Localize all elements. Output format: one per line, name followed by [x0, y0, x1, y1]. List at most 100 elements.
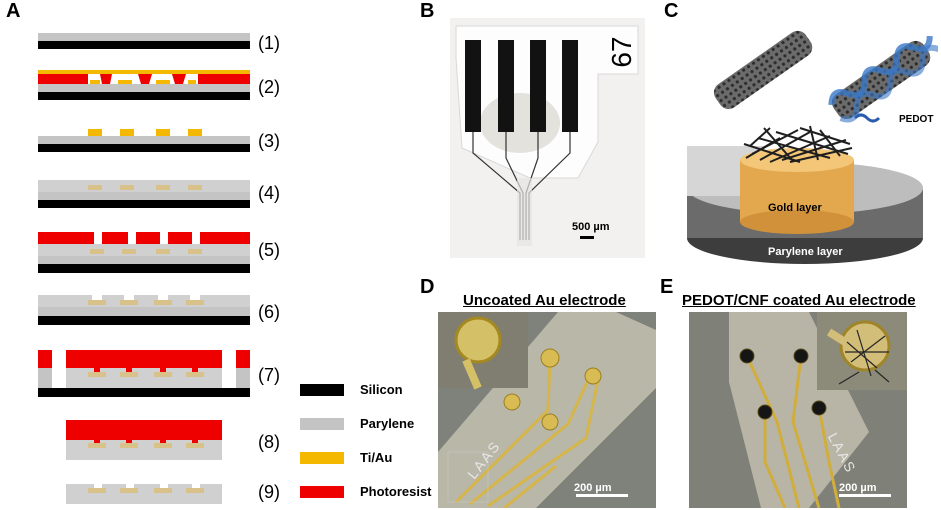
parylene-layer — [38, 136, 250, 144]
legend-swatch — [300, 485, 344, 498]
coated-electrode-svg — [689, 312, 907, 508]
contact-pad — [562, 40, 578, 132]
coated-electrode-photo: LAAS 200 µm — [689, 312, 907, 508]
legend-label: Parylene — [360, 416, 415, 431]
scale-bar-label: 500 µm — [572, 221, 610, 233]
electrode-site — [503, 393, 521, 411]
inset-cnf-mesh — [838, 329, 890, 385]
photoresist-block — [136, 232, 160, 244]
coated-electrode-site — [757, 404, 773, 420]
legend-item-parylene: Parylene — [300, 416, 414, 431]
silicon-layer — [38, 200, 250, 208]
substrate-shadow — [480, 93, 560, 153]
silicon-layer — [38, 316, 250, 325]
top-parylene-layer — [38, 295, 250, 307]
photoresist-plug — [160, 368, 166, 372]
parylene-layer — [38, 307, 250, 316]
electrode-site — [540, 348, 560, 368]
silicon-layer — [38, 264, 250, 273]
step-6-number: (6) — [258, 302, 280, 322]
legend-label: Silicon — [360, 382, 403, 397]
photoresist-block — [236, 350, 250, 368]
legend-label: Photoresist — [360, 484, 432, 499]
tiau-pad — [88, 372, 106, 377]
step-8-number: (8) — [258, 432, 280, 452]
top-parylene-layer — [38, 180, 250, 192]
coated-electrode-site — [811, 400, 827, 416]
gold-traces — [454, 357, 600, 508]
photoresist-block — [200, 232, 250, 244]
opening — [190, 295, 200, 300]
panel-c-label: C — [664, 0, 679, 22]
uncoated-electrode-photo: LAAS 200 µm — [438, 312, 656, 508]
tiau-pad — [188, 185, 202, 190]
probe-number: 67 — [606, 36, 637, 68]
photoresist-block — [66, 350, 222, 368]
panel-e-label: E — [660, 276, 674, 298]
contact-pad — [465, 40, 481, 132]
carbon-nanofiber — [713, 30, 813, 110]
tiau-pad — [88, 443, 106, 448]
opening — [126, 484, 134, 488]
tiau-pad — [186, 443, 204, 448]
alignment-marks — [447, 451, 489, 503]
tiau-pad — [154, 488, 172, 493]
tiau-pad — [88, 300, 106, 305]
opening — [158, 295, 168, 300]
pedot-coated-nanofiber — [828, 35, 938, 123]
photoresist-plug — [94, 440, 100, 443]
panel-e-title: PEDOT/CNF coated Au electrode — [682, 292, 916, 309]
electrode-site — [541, 413, 559, 431]
tiau-pad — [188, 80, 196, 84]
pedot-legend-icon — [853, 113, 881, 123]
step-5-number: (5) — [258, 240, 280, 260]
scale-bar-label: 200 µm — [574, 482, 612, 494]
photoresist-block — [138, 74, 152, 84]
tiau-pad — [154, 372, 172, 377]
panel-d-label: D — [420, 276, 435, 298]
opening — [94, 484, 102, 488]
gold-traces — [745, 355, 841, 508]
tiau-pad — [154, 300, 172, 305]
inset-electrode-site — [454, 316, 502, 364]
panel-b-label: B — [420, 0, 435, 22]
tiau-pad — [186, 300, 204, 305]
step-9-number: (9) — [258, 482, 280, 502]
opening — [160, 484, 168, 488]
parylene-layer — [236, 368, 250, 388]
silicon-layer — [38, 144, 250, 152]
step-3-number: (3) — [258, 131, 280, 151]
panel-c-svg — [687, 30, 938, 264]
silicon-layer — [38, 388, 250, 397]
legend-swatch — [300, 383, 344, 396]
opening — [192, 484, 200, 488]
tiau-pad — [90, 80, 100, 84]
scale-bar — [576, 494, 628, 497]
photoresist-block — [172, 74, 186, 84]
gold-cylinder-bottom — [740, 210, 854, 234]
tiau-pad — [156, 185, 170, 190]
top-parylene-layer — [66, 368, 222, 388]
parylene-layer-label: Parylene layer — [768, 246, 843, 258]
photoresist-plug — [192, 440, 198, 443]
legend-item-tiau: Ti/Au — [300, 450, 392, 465]
legend-swatch — [300, 417, 344, 430]
photoresist-plug — [126, 440, 132, 443]
photoresist-plug — [94, 368, 100, 372]
silicon-layer — [38, 41, 250, 49]
probe-svg — [450, 18, 645, 258]
parylene-layer — [38, 368, 52, 388]
coated-electrode-site — [793, 348, 809, 364]
opening — [124, 295, 134, 300]
tiau-pad — [122, 249, 136, 254]
tiau-pad — [120, 129, 134, 136]
panel-a-label: A — [6, 0, 21, 22]
step-1-number: (1) — [258, 33, 280, 53]
tiau-pad — [120, 300, 138, 305]
tiau-pad — [88, 185, 102, 190]
photoresist-block — [102, 232, 128, 244]
legend-swatch — [300, 451, 344, 464]
opening — [92, 295, 102, 300]
step-4-number: (4) — [258, 183, 280, 203]
tiau-pad — [120, 185, 134, 190]
